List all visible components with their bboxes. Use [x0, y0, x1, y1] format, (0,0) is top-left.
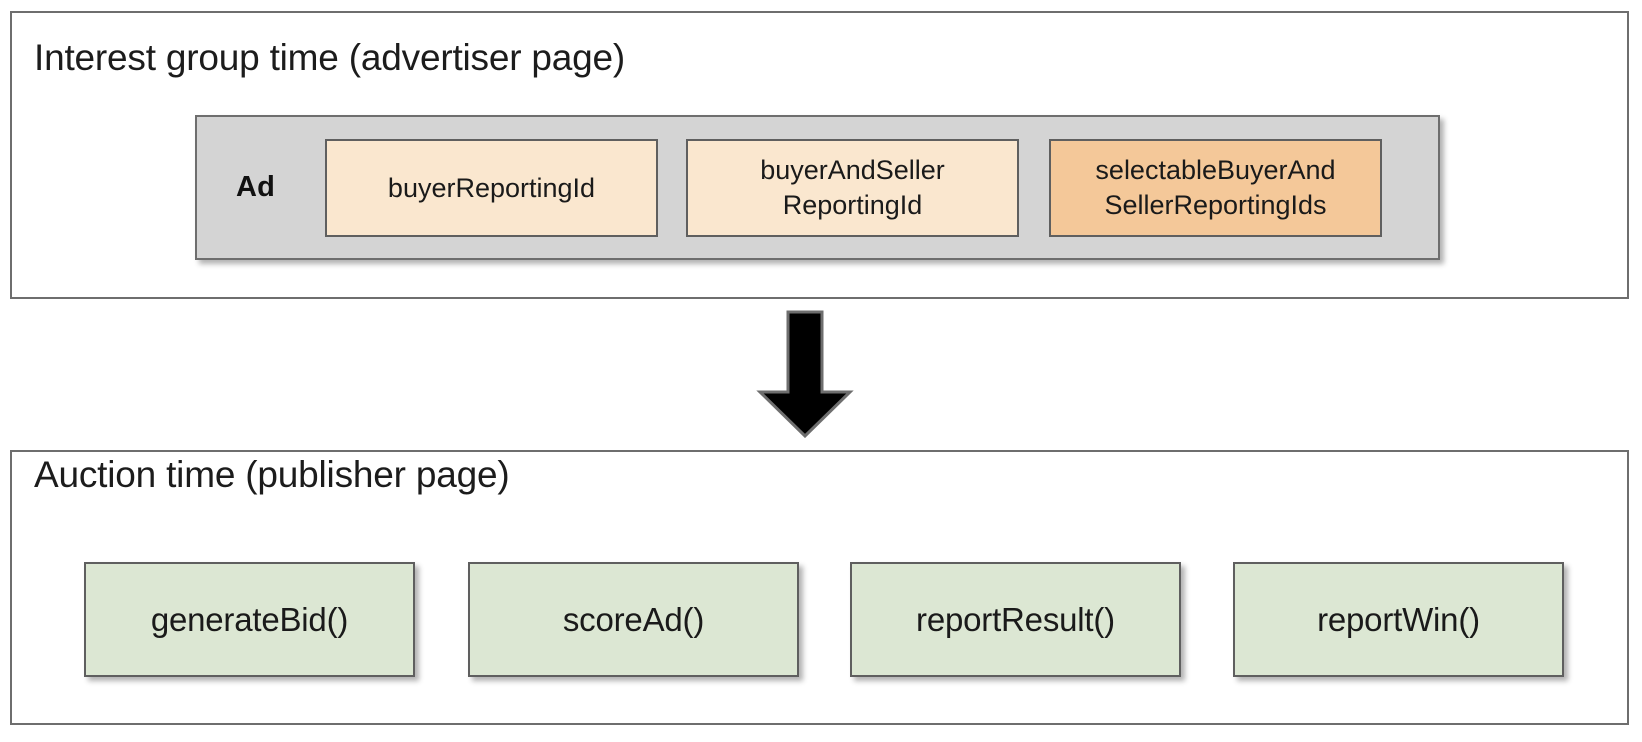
function-box-generate-bid-label: generateBid(): [150, 600, 349, 638]
advertiser-section-title: Interest group time (advertiser page): [34, 37, 626, 78]
field-buyer-and-seller-reporting-id[interactable]: buyerAndSeller ReportingId: [686, 139, 1019, 237]
function-box-generate-bid[interactable]: generateBid(): [84, 562, 415, 677]
field-line-2: ReportingId: [782, 190, 923, 220]
field-line-1: buyerAndSeller: [760, 155, 945, 186]
publisher-section-title: Auction time (publisher page): [34, 454, 510, 495]
publisher-section: Auction time (publisher page) generateBi…: [10, 450, 1629, 725]
function-box-score-ad-label: scoreAd(): [562, 600, 705, 638]
down-arrow-icon: [755, 310, 855, 438]
field-buyer-reporting-id-label: buyerReportingId: [387, 172, 596, 203]
function-box-report-result[interactable]: reportResult(): [850, 562, 1181, 677]
function-box-score-ad[interactable]: scoreAd(): [468, 562, 799, 677]
field-buyer-and-seller-reporting-id-label: buyerAndSeller ReportingId: [760, 153, 945, 222]
function-box-report-result-label: reportResult(): [916, 600, 1115, 638]
advertiser-section: Interest group time (advertiser page) Ad…: [10, 11, 1629, 299]
field-line-2: SellerReportingIds: [1104, 190, 1327, 220]
field-buyer-reporting-id[interactable]: buyerReportingId: [325, 139, 658, 237]
field-line-1: selectableBuyerAnd: [1095, 155, 1336, 186]
function-box-report-win-label: reportWin(): [1317, 600, 1480, 638]
ad-object-container: Ad buyerReportingId buyerAndSeller Repor…: [195, 115, 1440, 260]
field-selectable-buyer-and-seller-reporting-ids[interactable]: selectableBuyerAnd SellerReportingIds: [1049, 139, 1382, 237]
ad-object-label: Ad: [236, 171, 276, 203]
field-selectable-buyer-and-seller-reporting-ids-label: selectableBuyerAnd SellerReportingIds: [1095, 153, 1335, 222]
function-box-report-win[interactable]: reportWin(): [1233, 562, 1564, 677]
